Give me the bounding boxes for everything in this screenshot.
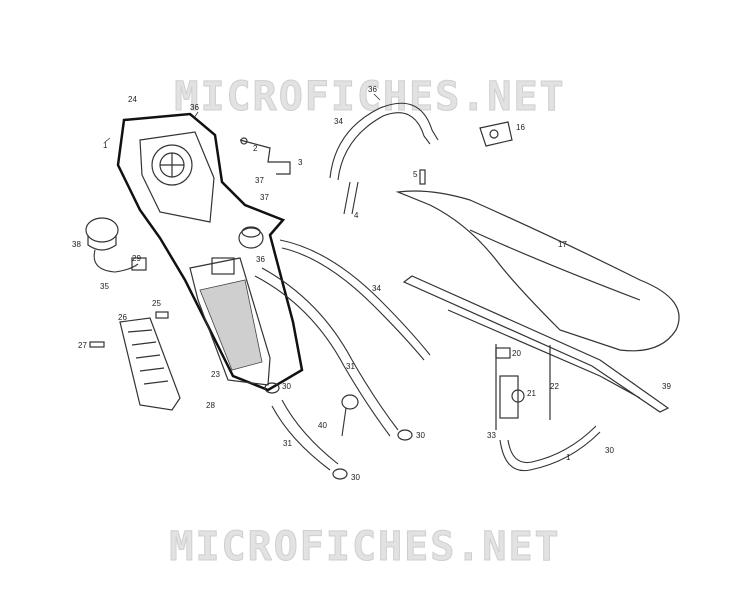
hose-34-middle	[279, 239, 431, 356]
radiator-grille	[119, 317, 181, 411]
callout-17: 17	[558, 240, 567, 249]
callout-22: 22	[550, 382, 559, 391]
callout-36c: 36	[256, 255, 265, 264]
hose-31-lower	[271, 399, 339, 471]
callout-30a: 30	[282, 382, 291, 391]
callout-30d: 30	[351, 473, 360, 482]
callout-39: 39	[662, 382, 671, 391]
hose-right-curved	[499, 425, 601, 472]
seat-strip	[402, 275, 670, 413]
clip-25	[155, 311, 169, 319]
callout-5: 5	[413, 170, 418, 179]
callout-2: 2	[253, 144, 258, 153]
hose-34-top-b	[337, 112, 431, 181]
callout-36a: 36	[190, 103, 199, 112]
callout-29: 29	[132, 254, 141, 263]
sensor-40	[341, 394, 359, 437]
callout-31a: 31	[346, 362, 355, 371]
clamp-30a	[397, 429, 413, 441]
watermark-top: MICROFICHES.NET	[174, 74, 565, 120]
hose-34-top	[329, 102, 439, 179]
fuel-tank	[395, 190, 680, 352]
thermo-switch	[85, 217, 147, 273]
callout-31b: 31	[283, 439, 292, 448]
callout-4: 4	[354, 211, 359, 220]
callout-25: 25	[152, 299, 161, 308]
hose-34-middle-b	[281, 247, 425, 361]
callout-37a: 37	[255, 176, 264, 185]
callout-16: 16	[516, 123, 525, 132]
callout-1: 1	[103, 141, 108, 150]
bolt-27	[89, 341, 105, 348]
part-16	[479, 121, 513, 147]
hose-4	[343, 181, 359, 215]
callout-28: 28	[206, 401, 215, 410]
callout-30b: 30	[416, 431, 425, 440]
callout-20: 20	[512, 349, 521, 358]
callout-38: 38	[72, 240, 81, 249]
fuel-tap	[495, 344, 551, 430]
bolt-5	[419, 169, 426, 185]
callout-27: 27	[78, 341, 87, 350]
clamp-30c	[264, 382, 280, 394]
clamp-30b	[332, 468, 348, 480]
radiator-assembly-outline	[116, 112, 304, 392]
watermark-bottom: MICROFICHES.NET	[169, 524, 560, 570]
callout-40: 40	[318, 421, 327, 430]
callout-23: 23	[211, 370, 220, 379]
radiator-cap	[238, 226, 264, 249]
callout-34a: 34	[334, 117, 343, 126]
radiator-core	[189, 257, 271, 386]
callout-37b: 37	[260, 193, 269, 202]
hose-31-b	[254, 275, 391, 437]
callout-30c: 30	[605, 446, 614, 455]
callout-35: 35	[100, 282, 109, 291]
callout-21: 21	[527, 389, 536, 398]
callout-34b: 34	[372, 284, 381, 293]
callout-36b: 36	[368, 85, 377, 94]
callout-3: 3	[298, 158, 303, 167]
hose-31	[261, 267, 399, 431]
callout-1b: 1	[566, 453, 571, 462]
callout-24: 24	[128, 95, 137, 104]
callout-33: 33	[487, 431, 496, 440]
fan-housing	[139, 131, 215, 223]
callout-26: 26	[118, 313, 127, 322]
bracket-2-3	[239, 137, 291, 175]
seat-strip-2	[447, 309, 641, 399]
